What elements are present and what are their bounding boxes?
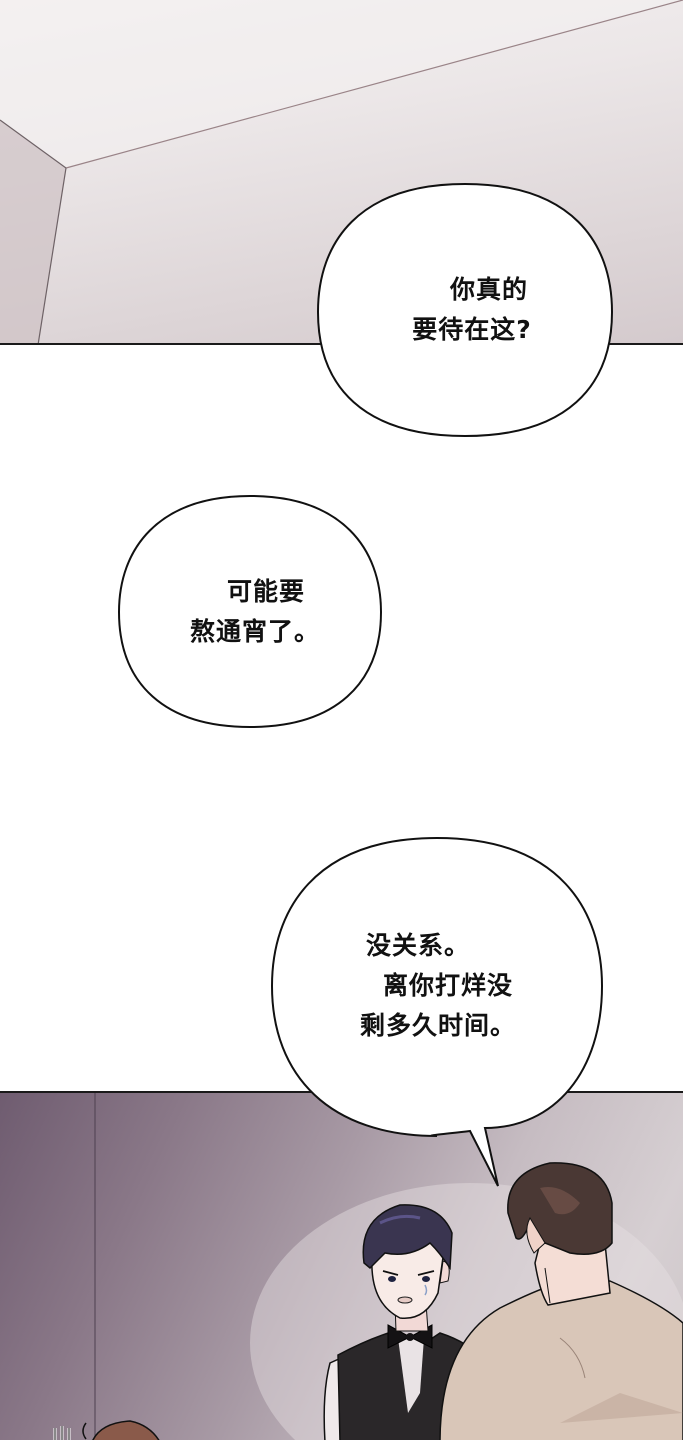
scene-illustration xyxy=(53,1093,683,1440)
beige-man-character xyxy=(439,1162,683,1440)
speech-bubble-2: 可能要 熬通宵了。 xyxy=(117,494,383,729)
speech-bubble-3: 没关系。 离你打烊没 剩多久时间。 xyxy=(270,836,604,1192)
bubble-shape xyxy=(117,494,383,729)
bubble-3-line-3: 剩多久时间。 xyxy=(359,1011,516,1040)
bubble-shape xyxy=(316,182,614,438)
bubble-2-line-1: 可能要 xyxy=(226,576,305,606)
panel-scene xyxy=(0,1091,683,1440)
bubble-2-line-2: 熬通宵了。 xyxy=(189,616,320,646)
bubble-1-line-2: 要待在这? xyxy=(412,315,532,344)
speech-bubble-1: 你真的 要待在这? xyxy=(316,182,614,438)
bubble-3-line-1: 没关系。 xyxy=(365,931,470,960)
bubble-1-line-1: 你真的 xyxy=(449,275,528,304)
ceiling-lines xyxy=(0,0,683,343)
bubble-shape xyxy=(270,836,604,1187)
partial-figure-bottom-left xyxy=(53,1420,160,1440)
bubble-3-line-2: 离你打烊没 xyxy=(382,971,513,1000)
